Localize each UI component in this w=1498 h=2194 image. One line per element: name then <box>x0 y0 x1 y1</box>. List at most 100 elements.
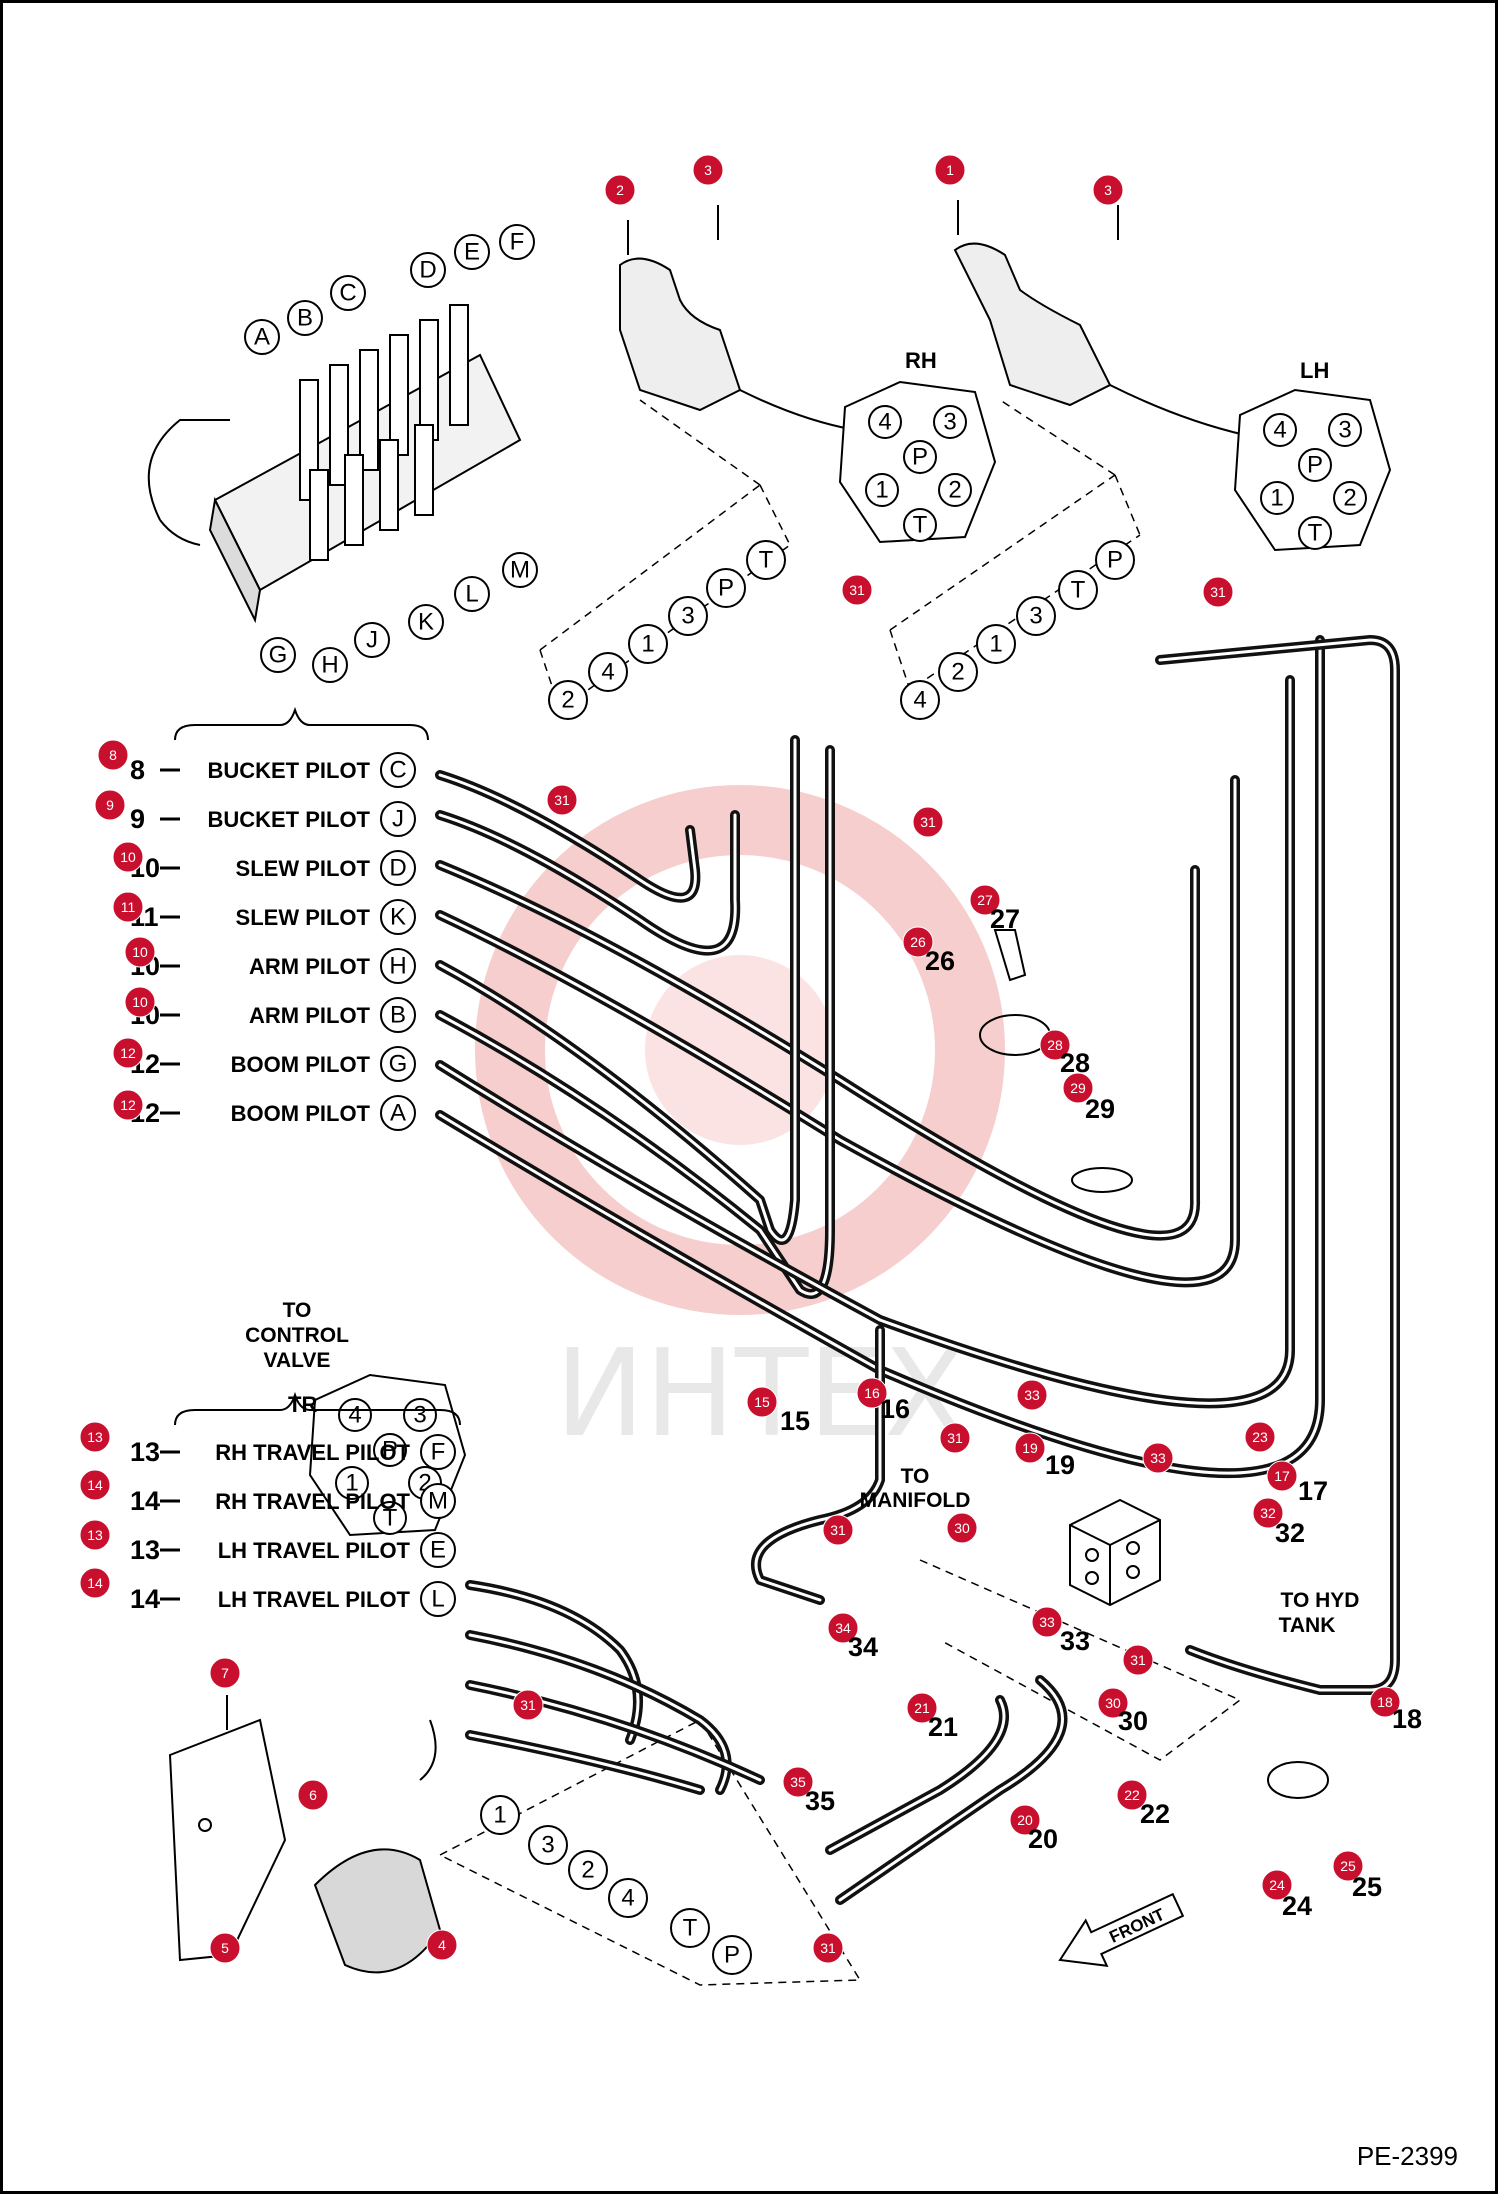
callout-badge: 15 <box>746 1386 778 1418</box>
svg-text:2: 2 <box>616 182 624 198</box>
svg-text:10: 10 <box>132 944 148 960</box>
valve-letter-c: C <box>330 275 366 311</box>
svg-text:31: 31 <box>920 814 936 830</box>
callout-badge: 31 <box>1122 1644 1154 1676</box>
callout-badge: 5 <box>209 1932 241 1964</box>
callout-badge: 10 <box>112 841 144 873</box>
valve-letter-l: L <box>454 576 490 612</box>
svg-text:3: 3 <box>1338 417 1351 444</box>
svg-text:P: P <box>912 444 928 471</box>
callout-badge: 29 <box>1062 1072 1094 1104</box>
callout-badge: 2 <box>604 174 636 206</box>
line-number: 14 <box>130 1486 160 1516</box>
svg-text:G: G <box>389 1051 408 1078</box>
pin-p: P <box>903 440 937 474</box>
valve-letter-f: F <box>499 224 535 260</box>
bucket-bracket <box>174 706 429 741</box>
clamp-parts <box>979 929 1329 1799</box>
svg-text:21: 21 <box>914 1700 930 1716</box>
part-number-33: 33 <box>1060 1626 1090 1656</box>
line-number: 8 <box>130 755 145 785</box>
pin-4: 4 <box>868 405 902 439</box>
pin-4: 4 <box>338 1398 372 1432</box>
callout-badge: 30 <box>1097 1687 1129 1719</box>
svg-text:22: 22 <box>1124 1787 1140 1803</box>
line-label: BOOM PILOT <box>231 1052 371 1077</box>
callout-badge: 33 <box>1142 1442 1174 1474</box>
svg-text:P: P <box>1307 452 1323 479</box>
line-label: RH TRAVEL PILOT <box>215 1489 410 1514</box>
svg-text:34: 34 <box>835 1620 851 1636</box>
port-4: 4 <box>588 652 628 692</box>
svg-text:T: T <box>1071 577 1086 604</box>
svg-text:20: 20 <box>1017 1812 1033 1828</box>
svg-text:30: 30 <box>1105 1695 1121 1711</box>
part-number-19: 19 <box>1045 1450 1075 1480</box>
part-number-17: 17 <box>1298 1476 1328 1506</box>
pin-3: 3 <box>1328 413 1362 447</box>
svg-text:3: 3 <box>1029 603 1042 630</box>
part-number-21: 21 <box>928 1712 958 1742</box>
line-number: 9 <box>130 804 145 834</box>
callout-badge: 10 <box>124 936 156 968</box>
control-valve-assembly <box>147 304 522 624</box>
rh-joystick <box>619 205 856 431</box>
svg-text:33: 33 <box>1024 1387 1040 1403</box>
port-1: 1 <box>628 624 668 664</box>
line-port-f: F <box>420 1434 456 1470</box>
part-number-25: 25 <box>1352 1872 1382 1902</box>
svg-text:14: 14 <box>87 1477 103 1493</box>
travel-bracket <box>174 1391 461 1426</box>
svg-text:18: 18 <box>1377 1694 1393 1710</box>
pin-1: 1 <box>1260 481 1294 515</box>
svg-text:A: A <box>254 324 270 351</box>
callout-badge: 35 <box>782 1766 814 1798</box>
svg-text:24: 24 <box>1269 1877 1285 1893</box>
svg-text:28: 28 <box>1047 1037 1063 1053</box>
svg-text:T: T <box>683 1915 698 1942</box>
part-number-35: 35 <box>805 1786 835 1816</box>
port-2: 2 <box>938 652 978 692</box>
line-number: 13 <box>130 1535 160 1565</box>
part-number-22: 22 <box>1140 1799 1170 1829</box>
svg-text:1: 1 <box>946 162 954 178</box>
svg-text:3: 3 <box>704 162 712 178</box>
svg-text:T: T <box>913 512 928 539</box>
manifold-block <box>1069 1498 1161 1607</box>
svg-text:D: D <box>389 855 406 882</box>
svg-text:31: 31 <box>820 1940 836 1956</box>
valve-letter-b: B <box>287 300 323 336</box>
svg-text:3: 3 <box>541 1832 554 1859</box>
part-number-29: 29 <box>1085 1094 1115 1124</box>
valve-letter-d: D <box>410 252 446 288</box>
to-control-valve-text: TO CONTROL VALVE <box>245 1299 349 1372</box>
line-port-b: B <box>380 997 416 1033</box>
line-port-a: A <box>380 1095 416 1131</box>
svg-text:2: 2 <box>1343 485 1356 512</box>
port-dashed-lines <box>439 399 1242 1986</box>
svg-text:12: 12 <box>120 1097 136 1113</box>
callout-badge: 31 <box>822 1514 854 1546</box>
svg-text:2: 2 <box>951 659 964 686</box>
port-2: 2 <box>548 680 588 720</box>
port-2: 2 <box>568 1850 608 1890</box>
callout-badge: 10 <box>124 986 156 1018</box>
svg-text:TO HYD: TO HYD <box>1281 1589 1360 1612</box>
callout-badge: 7 <box>209 1657 241 1689</box>
svg-text:4: 4 <box>438 1937 446 1953</box>
svg-text:C: C <box>389 757 406 784</box>
svg-text:MANIFOLD: MANIFOLD <box>860 1489 971 1512</box>
callout-badge: 1 <box>934 154 966 186</box>
svg-text:D: D <box>419 257 436 284</box>
part-number-32: 32 <box>1275 1518 1305 1548</box>
svg-text:B: B <box>390 1002 406 1029</box>
line-label: ARM PILOT <box>249 954 371 979</box>
